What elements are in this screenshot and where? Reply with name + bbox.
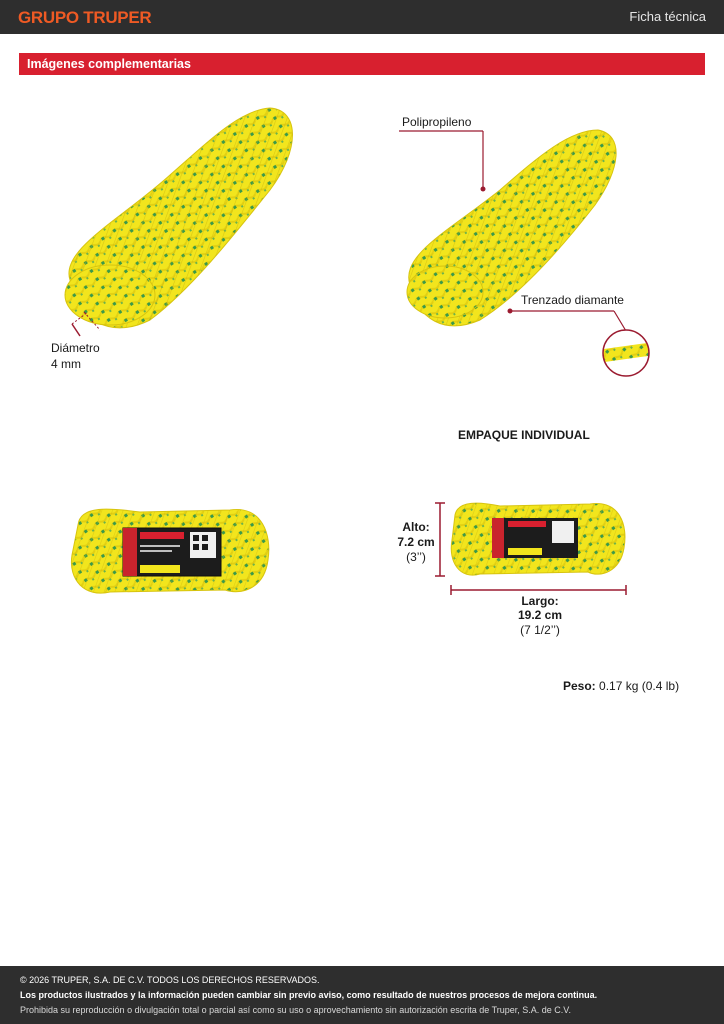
package-title: EMPAQUE INDIVIDUAL xyxy=(458,428,590,442)
page-footer: © 2026 TRUPER, S.A. DE C.V. TODOS LOS DE… xyxy=(0,966,724,1024)
top-header: GRUPO TRUPER Ficha técnica xyxy=(0,0,724,34)
brand-logo: GRUPO TRUPER xyxy=(18,8,152,27)
doc-type-label: Ficha técnica xyxy=(629,9,706,24)
diameter-value: 4 mm xyxy=(51,357,81,371)
diameter-label: Diámetro xyxy=(51,341,100,355)
footer-copyright: © 2026 TRUPER, S.A. DE C.V. TODOS LOS DE… xyxy=(20,975,320,985)
weight-value: 0.17 kg (0.4 lb) xyxy=(599,679,680,693)
section-title-bar: Imágenes complementarias xyxy=(19,53,705,75)
braid-zoom-circle xyxy=(602,329,650,377)
length-in: (7 1/2’’) xyxy=(520,623,560,637)
height-cm: 7.2 cm xyxy=(397,535,435,549)
rope-hank-detail xyxy=(406,129,617,327)
length-cm: 19.2 cm xyxy=(517,608,563,622)
packaged-rope-dimensions xyxy=(435,502,627,595)
rope-hank-main xyxy=(64,107,293,329)
material-label: Polipropileno xyxy=(402,115,472,129)
weight-row: Peso: 0.17 kg (0.4 lb) xyxy=(563,679,679,693)
footer-notice: Los productos ilustrados y la informació… xyxy=(20,990,598,1000)
height-in: (3’’) xyxy=(406,550,426,564)
footer-prohibition: Prohibida su reproducción o divulgación … xyxy=(20,1005,571,1015)
material-callout-line xyxy=(399,130,486,192)
section-title: Imágenes complementarias xyxy=(27,57,191,71)
length-label: Largo: xyxy=(521,594,559,608)
weight-label: Peso: xyxy=(563,679,596,693)
height-label: Alto: xyxy=(402,520,430,534)
diameter-marker xyxy=(71,311,101,337)
braid-label: Trenzado diamante xyxy=(521,293,624,307)
braid-callout-line xyxy=(507,308,627,332)
packaged-rope-front xyxy=(70,508,270,594)
